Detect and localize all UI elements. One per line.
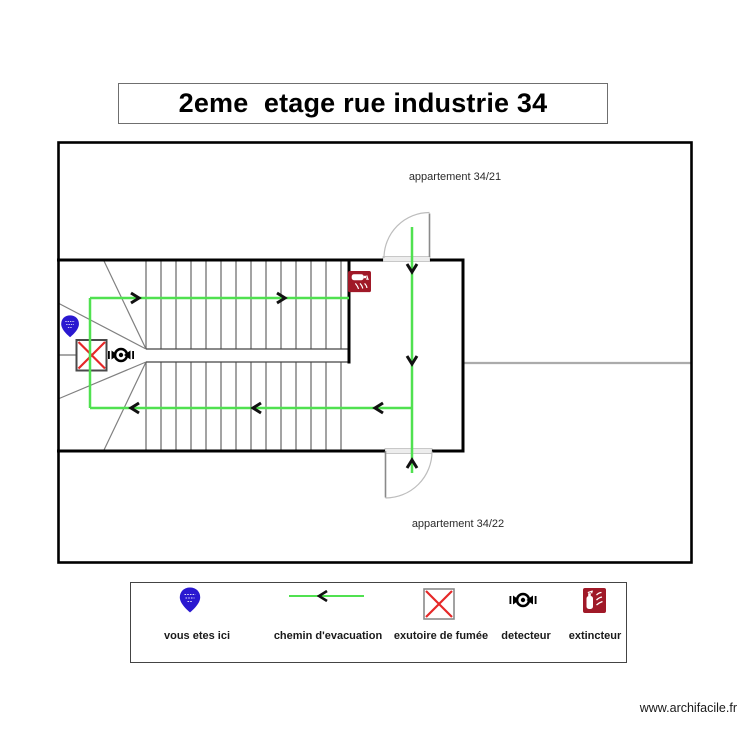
evacuation-arrow-icon xyxy=(317,590,328,602)
smoke-detector-icon xyxy=(509,592,537,608)
extinguisher-icon xyxy=(583,588,606,613)
legend-label-vous-etes-ici: vous etes ici xyxy=(163,630,231,642)
you-are-here-pin-icon xyxy=(61,315,79,338)
legend-label-extincteur: extincteur xyxy=(568,630,622,642)
door-arc-bottom xyxy=(385,451,433,499)
watermark: www.archifacile.fr xyxy=(639,701,737,715)
stairwell-walls xyxy=(57,258,465,453)
extinguisher-icon xyxy=(347,271,371,293)
title-box: 2eme etage rue industrie 34 xyxy=(118,83,608,124)
smoke-vent-icon xyxy=(423,588,455,620)
smoke-vent-icon xyxy=(75,339,108,372)
stair-landing-strip xyxy=(146,348,349,363)
legend-box: vous etes ici chemin d'evacuation exutoi… xyxy=(130,582,627,663)
evacuation-path-icon xyxy=(289,595,364,598)
upper-stair-steps xyxy=(145,261,342,349)
lower-stair-steps xyxy=(145,362,342,450)
legend-label-chemin-evacuation: chemin d'evacuation xyxy=(273,630,383,642)
smoke-detector-icon xyxy=(108,347,134,363)
apartment-door-top xyxy=(383,211,431,259)
winder-stair-lines xyxy=(57,260,147,451)
door-arc-top xyxy=(383,211,430,259)
apartment-door-bottom xyxy=(384,451,433,499)
page-title: 2eme etage rue industrie 34 xyxy=(178,88,548,118)
evacuation-path xyxy=(88,227,414,473)
you-are-here-pin-icon xyxy=(179,587,201,613)
door-threshold-bottom xyxy=(384,448,433,454)
apartment-top-label: appartement 34/21 xyxy=(409,171,501,183)
apartment-bottom-label: appartement 34/22 xyxy=(412,518,504,530)
legend-label-detecteur: detecteur xyxy=(501,630,551,642)
legend-label-exutoire: exutoire de fumée xyxy=(393,630,489,642)
door-threshold-top xyxy=(382,256,431,262)
evacuation-arrows xyxy=(128,263,419,469)
outer-wall xyxy=(57,141,693,564)
